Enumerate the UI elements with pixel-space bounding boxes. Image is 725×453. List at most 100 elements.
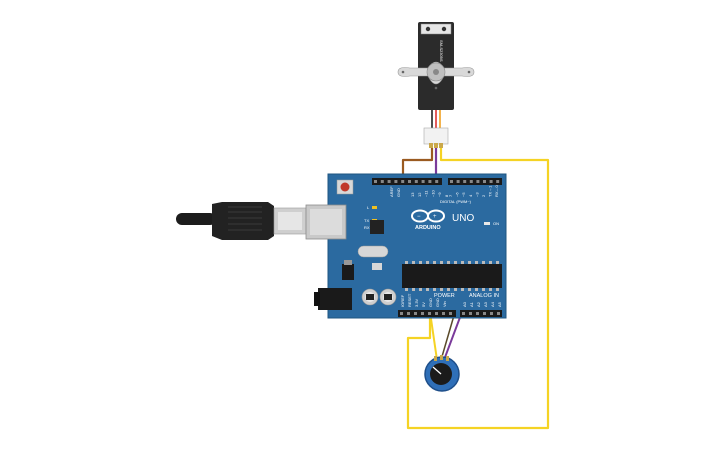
servo-connector[interactable]: [423, 127, 449, 145]
pin-hole[interactable]: [435, 312, 438, 315]
pin-hole[interactable]: [387, 180, 391, 183]
wires: [401, 148, 550, 430]
pin-hole[interactable]: [414, 180, 418, 183]
power-pin-label: 5V: [421, 302, 426, 307]
servo-motor[interactable]: SM-S2309S: [397, 22, 475, 148]
power-pin-label: Vin: [442, 301, 447, 307]
usb-cable-tail: [176, 213, 216, 225]
pin-hole[interactable]: [469, 312, 472, 315]
digital-pin-label: ~10: [430, 189, 435, 197]
arduino-brand-label: ARDUINO: [415, 225, 441, 231]
pin-hole[interactable]: [497, 312, 500, 315]
regulator: [342, 264, 354, 280]
analog-header[interactable]: [460, 310, 502, 317]
pin-hole[interactable]: [483, 180, 486, 183]
digital-pin-label: TX→1: [488, 185, 493, 197]
pin-hole[interactable]: [462, 312, 465, 315]
digital-header-label: DIGITAL (PWM~): [440, 199, 472, 204]
analog-pin-label: A4: [490, 301, 495, 307]
digital-header-right[interactable]: [448, 178, 502, 185]
digital-pin-label: ~5: [461, 192, 466, 197]
wire-brown-ground[interactable]: [401, 148, 434, 186]
usb-plug-body: [212, 202, 274, 240]
pin-hole[interactable]: [394, 180, 398, 183]
analog-pin-label: A3: [483, 301, 488, 307]
digital-header-left[interactable]: [372, 178, 442, 185]
pin-hole[interactable]: [401, 180, 405, 183]
digital-pin-label: 12: [417, 192, 422, 197]
tx-label: TX: [364, 218, 369, 223]
servo-model-label: SM-S2309S: [439, 40, 444, 62]
pin-hole[interactable]: [442, 312, 445, 315]
wire-purple-pot[interactable]: [443, 311, 463, 361]
pin-hole[interactable]: [483, 312, 486, 315]
analog-pin-label: A2: [476, 301, 481, 307]
pin-hole[interactable]: [490, 312, 493, 315]
pin-hole[interactable]: [408, 180, 411, 183]
wire-yellow-servo-power[interactable]: [406, 148, 550, 430]
digital-pin-label: ~9: [437, 192, 442, 197]
pin-hole[interactable]: [463, 180, 467, 183]
potentiometer[interactable]: [424, 355, 460, 392]
analog-pin-label: A0: [462, 301, 467, 307]
wire-yellow-pot[interactable]: [429, 311, 438, 361]
pin-hole[interactable]: [456, 180, 460, 183]
pin-hole[interactable]: [496, 180, 500, 183]
l-led-label: L: [367, 205, 370, 210]
aref-label: AREF: [389, 186, 394, 197]
atmega-chip: [402, 264, 502, 288]
pin-hole[interactable]: [450, 180, 453, 183]
pin-hole[interactable]: [435, 180, 439, 183]
analog-label: ANALOG IN: [469, 293, 499, 299]
small-component: [372, 263, 382, 270]
power-pin-label: IOREF: [400, 294, 405, 307]
pin-hole[interactable]: [374, 180, 377, 183]
pin-hole[interactable]: [421, 180, 425, 183]
servo-top-plate: [420, 23, 452, 35]
digital-pin-label: 7: [448, 194, 453, 197]
digital-pin-label: ~3: [474, 192, 479, 197]
svg-text:−: −: [417, 214, 421, 220]
wire-dark-pot[interactable]: [440, 311, 456, 361]
pin-hole[interactable]: [476, 180, 480, 183]
digital-pin-label: ~6: [455, 192, 460, 197]
analog-pin-label: A1: [469, 301, 474, 307]
power-label: POWER: [434, 293, 455, 299]
usb-cable[interactable]: [176, 202, 307, 240]
pin-hole[interactable]: [414, 312, 417, 315]
rx-label: RX: [364, 225, 370, 230]
pin-hole[interactable]: [449, 312, 452, 315]
power-pin-label: GND: [428, 298, 433, 307]
on-label: ON: [493, 221, 499, 226]
pin-hole[interactable]: [428, 180, 432, 183]
power-pin-label: RESET: [407, 293, 412, 307]
gnd-top-label: GND: [396, 188, 401, 197]
digital-pin-label: 8: [444, 194, 449, 197]
pin-hole[interactable]: [400, 312, 403, 315]
pin-hole[interactable]: [428, 312, 431, 315]
arduino-logo: − +: [411, 209, 445, 223]
digital-pin-label: RX←0: [494, 184, 499, 197]
pin-hole[interactable]: [469, 180, 473, 183]
digital-pin-label: ~11: [424, 190, 429, 197]
digital-pin-label: 13: [410, 192, 415, 197]
analog-pin-label: A5: [497, 301, 502, 307]
l-led: [372, 206, 377, 209]
on-led: [484, 222, 490, 225]
pin-hole[interactable]: [407, 312, 410, 315]
power-header[interactable]: [398, 310, 456, 317]
power-pin-label: GND: [435, 298, 440, 307]
digital-pin-holes: [374, 180, 500, 183]
svg-text:+: +: [433, 214, 437, 220]
pin-hole[interactable]: [489, 180, 493, 183]
digital-pin-label: 4: [468, 194, 473, 197]
pin-hole[interactable]: [380, 180, 384, 183]
pin-hole[interactable]: [421, 312, 424, 315]
power-jack[interactable]: [318, 288, 352, 310]
pin-hole[interactable]: [476, 312, 479, 315]
